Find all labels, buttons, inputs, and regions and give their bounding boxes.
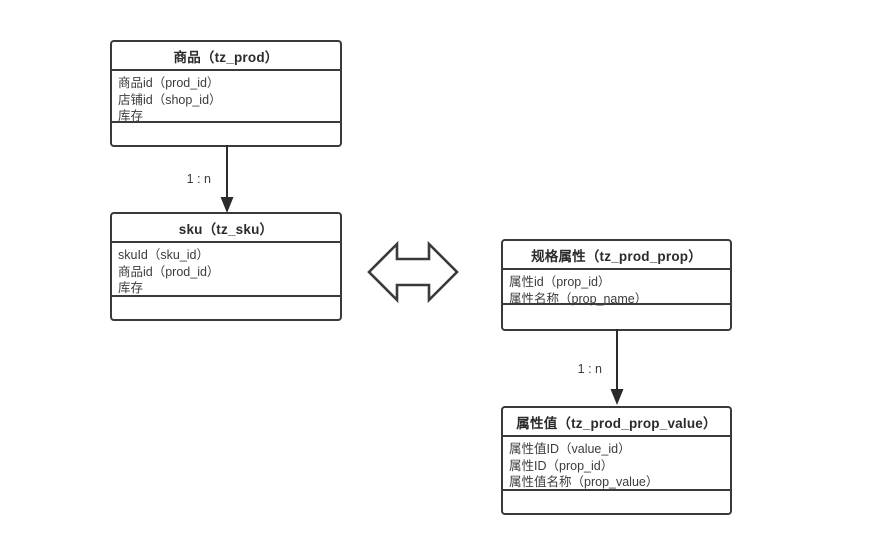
double-headed-arrow-icon [366, 236, 460, 308]
connector-prod-to-sku [216, 145, 238, 215]
entity-field: 属性id（prop_id） [509, 275, 611, 289]
entity-field: 属性ID（prop_id） [509, 458, 614, 473]
entity-fields-tz-sku: skuId（sku_id） 商品id（prod_id） 库存 [112, 243, 340, 297]
entity-fields-tz-prod: 商品id（prod_id） 店铺id（shop_id） 库存 [112, 71, 340, 123]
entity-title-tz-prod: 商品（tz_prod） [112, 42, 340, 71]
entity-field: skuId（sku_id） [118, 248, 210, 262]
entity-fields-tz-prod-prop: 属性id（prop_id） 属性名称（prop_name） [503, 270, 730, 306]
entity-box-tz-prod-prop-value[interactable]: 属性值（tz_prod_prop_value） 属性值ID（value_id） … [501, 406, 732, 515]
entity-fields-tz-prod-prop-value: 属性值ID（value_id） 属性ID（prop_id） 属性值名称（prop… [503, 437, 730, 491]
entity-footer-tz-prod [112, 123, 340, 145]
entity-field: 属性值名称（prop_value） [509, 475, 659, 489]
connector-prop-to-prop-value [606, 329, 628, 407]
relation-label-prop-to-prop-value: 1 : n [577, 362, 602, 376]
entity-title-tz-prod-prop-value: 属性值（tz_prod_prop_value） [503, 408, 730, 437]
entity-field: 属性名称（prop_name） [509, 291, 648, 306]
entity-footer-tz-prod-prop-value [503, 491, 730, 513]
entity-footer-tz-prod-prop [503, 305, 730, 329]
entity-field: 商品id（prod_id） [118, 76, 220, 90]
entity-box-tz-prod[interactable]: 商品（tz_prod） 商品id（prod_id） 店铺id（shop_id） … [110, 40, 342, 147]
entity-footer-tz-sku [112, 297, 340, 319]
entity-field: 商品id（prod_id） [118, 264, 220, 279]
entity-box-tz-sku[interactable]: sku（tz_sku） skuId（sku_id） 商品id（prod_id） … [110, 212, 342, 321]
connector-line-icon [220, 145, 234, 213]
entity-field: 库存 [118, 281, 144, 295]
entity-field: 店铺id（shop_id） [118, 92, 222, 107]
entity-box-tz-prod-prop[interactable]: 规格属性（tz_prod_prop） 属性id（prop_id） 属性名称（pr… [501, 239, 732, 331]
entity-field: 属性值ID（value_id） [509, 442, 631, 456]
entity-field: 库存 [118, 109, 144, 123]
entity-title-tz-prod-prop: 规格属性（tz_prod_prop） [503, 241, 730, 270]
entity-title-tz-sku: sku（tz_sku） [112, 214, 340, 243]
connector-line-icon [610, 329, 624, 405]
relation-label-prod-to-sku: 1 : n [186, 172, 211, 186]
